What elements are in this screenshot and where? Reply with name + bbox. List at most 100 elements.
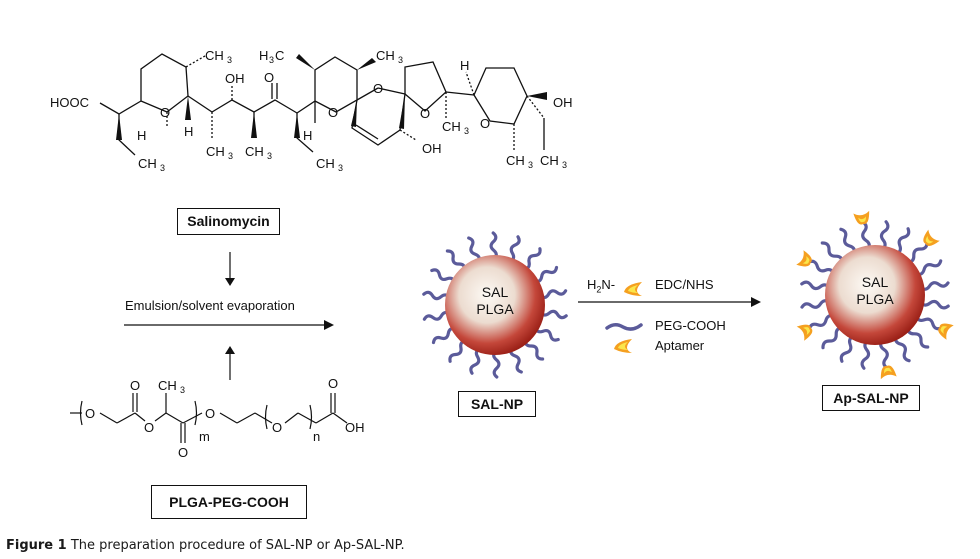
svg-text:3: 3 [160, 163, 165, 173]
svg-text:H: H [137, 128, 146, 143]
caption-text: The preparation procedure of SAL-NP or A… [70, 538, 405, 553]
aptamer-icon [624, 282, 642, 296]
peg-chain [533, 325, 560, 342]
legend-peg-label: PEG-COOH [655, 318, 726, 333]
polymer-bonds [70, 393, 348, 443]
sal-np-particle: SAL PLGA [422, 231, 568, 379]
peg-chain [879, 338, 889, 370]
peg-chain [800, 299, 832, 309]
peg-chain [509, 346, 523, 374]
svg-text:CH: CH [158, 378, 177, 393]
svg-text:O: O [160, 105, 170, 120]
svg-text:O: O [178, 445, 188, 460]
svg-text:OH: OH [422, 141, 442, 156]
peg-chain [860, 338, 871, 370]
peg-chain [894, 227, 911, 256]
peg-chain [918, 281, 950, 291]
svg-text:m: m [199, 429, 210, 444]
svg-text:3: 3 [269, 55, 274, 65]
aptamer [796, 324, 813, 341]
peg-chain [821, 326, 845, 350]
peg-chains [800, 220, 950, 370]
peg-chain [861, 220, 871, 252]
svg-text:O: O [373, 81, 383, 96]
peg-chain [430, 268, 457, 285]
peg-chain [492, 349, 501, 379]
svg-text:CH: CH [205, 48, 224, 63]
peg-chain [431, 326, 458, 345]
svg-text:OH: OH [345, 420, 365, 435]
svg-text:H: H [259, 48, 268, 63]
peg-chain [422, 310, 452, 321]
plga-peg-cooh-label: PLGA-PEG-COOH [151, 485, 307, 519]
peg-chains [422, 231, 568, 379]
nanoparticle-core [445, 255, 545, 355]
svg-text:O: O [272, 420, 282, 435]
figure-caption: Figure 1 The preparation procedure of SA… [6, 538, 405, 553]
svg-text:CH: CH [376, 48, 395, 63]
svg-text:HOOC: HOOC [50, 95, 89, 110]
peg-chain [906, 325, 930, 349]
svg-text:3: 3 [180, 385, 185, 395]
peg-chain [807, 314, 836, 331]
process-step-label: Emulsion/solvent evaporation [125, 298, 295, 313]
legend-aptamer-label: Aptamer [655, 338, 705, 353]
sal-np-label: SAL-NP [458, 391, 536, 417]
svg-text:3: 3 [398, 55, 403, 65]
svg-text:CH: CH [506, 153, 525, 168]
peg-chain [820, 241, 844, 265]
svg-text:O: O [328, 105, 338, 120]
reaction-arrow [578, 297, 761, 307]
svg-text:CH: CH [138, 156, 157, 171]
peg-chain-icon [605, 323, 643, 331]
salinomycin-wedges [116, 54, 547, 140]
svg-text:CH: CH [442, 119, 461, 134]
svg-text:3: 3 [228, 151, 233, 161]
svg-text:O: O [328, 376, 338, 391]
svg-text:O: O [130, 378, 140, 393]
svg-text:3: 3 [528, 160, 533, 170]
core-label-plga: PLGA [476, 301, 514, 317]
aptamer [923, 229, 940, 246]
salinomycin-label: Salinomycin [177, 208, 280, 235]
ap-sal-np-particle: SAL PLGA [796, 210, 954, 380]
up-arrow [225, 346, 235, 380]
svg-text:OH: OH [553, 95, 573, 110]
peg-chain [445, 249, 467, 273]
aptamer [796, 250, 812, 267]
peg-chain [538, 289, 568, 300]
svg-text:CH: CH [316, 156, 335, 171]
svg-text:O: O [85, 406, 95, 421]
peg-chain [469, 347, 482, 375]
nanoparticle-core [825, 245, 925, 345]
down-arrow [225, 252, 235, 286]
peg-chain [914, 259, 943, 276]
peg-chain [489, 231, 498, 261]
core-label-sal: SAL [862, 274, 889, 290]
svg-text:3: 3 [267, 151, 272, 161]
svg-text:O: O [205, 406, 215, 421]
peg-chain [522, 247, 542, 271]
core-label-sal: SAL [482, 284, 509, 300]
svg-text:3: 3 [227, 55, 232, 65]
svg-text:H: H [460, 58, 469, 73]
peg-chain [839, 334, 856, 363]
peg-chain [879, 220, 890, 252]
core-label-plga: PLGA [856, 291, 894, 307]
process-arrows [124, 252, 334, 380]
salinomycin-bonds [99, 53, 545, 156]
svg-text:CH: CH [245, 144, 264, 159]
aptamer-icon [614, 339, 632, 353]
peg-chain [894, 334, 911, 363]
aptamers [796, 210, 954, 380]
svg-text:O: O [144, 420, 154, 435]
svg-text:3: 3 [464, 126, 469, 136]
svg-text:O: O [420, 106, 430, 121]
peg-chain [905, 240, 929, 264]
svg-text:O: O [264, 70, 274, 85]
svg-text:C: C [275, 48, 284, 63]
coupling-reagent: EDC/NHS [655, 277, 714, 292]
